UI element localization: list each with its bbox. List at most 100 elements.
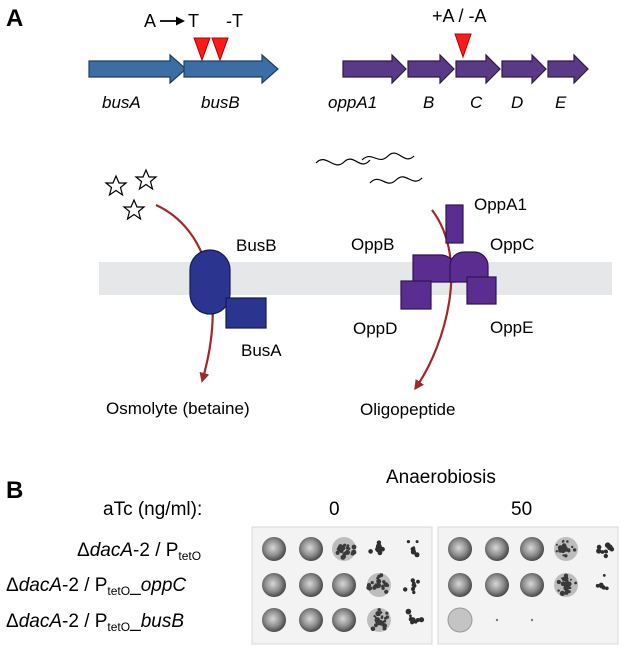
panel-b-label: B [6,477,23,504]
colony-spot [299,537,323,561]
colony-dot [368,549,373,554]
colony-dot [596,544,602,550]
colony-dot [380,616,384,619]
colony-dot [346,544,350,547]
colony-dot [412,590,416,595]
colony-dot [604,550,609,554]
colony-spot [520,573,544,597]
busA-gene-arrow [88,53,187,85]
product-label-oligopeptide: Oligopeptide [360,400,455,419]
colony-dot [564,554,568,558]
colony-dot [560,581,566,587]
colony-dot [415,540,419,544]
oligopeptide-squiggles [315,152,423,184]
opp-operon [342,53,589,85]
colony-spot [448,573,472,597]
colony-dot [495,618,499,622]
colony-dot [571,545,574,549]
colony-dot [375,546,381,552]
membrane [99,262,612,295]
colony-dot [605,586,609,591]
colony-spot [520,537,544,561]
strain-label-2: ΔdacA-2 / PtetO_oppC [6,575,186,598]
colony-dot [559,590,566,597]
protein-label-oppA1: OppA1 [474,195,527,214]
colony-spot [485,573,509,597]
star-icon [122,198,146,221]
colony-dot [600,550,605,554]
colony-dot [340,555,346,560]
colony-dot [409,614,412,618]
colony-dot [342,548,345,551]
protein-label-oppE: OppE [490,318,533,337]
gene-label-busA: busA [102,93,141,112]
colony-dot [564,581,568,585]
gene-label-oppB: B [423,93,434,112]
colony-dot [377,608,381,612]
oppE-gene-arrow [547,53,589,85]
atc-label: aTc (ng/ml): [103,499,202,520]
mutation-from: A [144,11,156,31]
oppB-gene-arrow [407,53,455,85]
bus-operon [88,53,279,85]
colony-dot [376,582,380,585]
star-icon [134,168,158,191]
colony-dot [602,574,606,577]
panel-a-label: A [6,5,23,32]
colony-dot [343,543,347,547]
colony-dot [374,623,378,628]
strain-label-3: ΔdacA-2 / PtetO_busB [6,611,184,634]
colony-dot [383,619,387,623]
peptide-squiggle [369,176,423,184]
oppA1-gene-arrow [342,53,407,85]
colony-dot [604,542,611,548]
oppC-gene-arrow [455,53,501,85]
opp-transport-arrow [414,209,453,391]
colony-dot [412,549,416,552]
colony-dot [384,616,387,620]
colony-dot [379,546,383,549]
peptide-squiggle [315,158,371,166]
colony-dot [405,608,412,615]
colony-dot [556,579,561,585]
colony-dot [414,552,420,558]
gene-label-busB: busB [201,93,240,112]
gene-label-oppC: C [470,93,483,112]
colony-dot [370,626,376,632]
colony-dot [566,581,572,587]
colony-dot [562,577,565,581]
colony-spot [448,537,472,561]
colony-dot [373,615,376,618]
colony-dot [382,626,387,631]
oppD-gene-arrow [501,53,547,85]
colony-dot [411,582,416,587]
colony-dot [416,579,420,584]
condition-label: Anaerobiosis [386,467,496,488]
busB-gene-arrow [183,53,279,85]
colony-dot [563,585,569,591]
oppA1-protein [445,204,464,244]
colony-dot [603,553,608,559]
mutation-deletion: -T [226,11,243,31]
colony-dot [335,550,340,555]
oppD-protein [400,280,432,310]
mutation-marker-2 [211,37,229,62]
colony-dot [559,547,563,551]
colony-dot [370,581,374,585]
colony-dot [567,550,570,553]
colony-dot [381,584,385,588]
colony-dot [410,586,416,592]
mutation-marker-3 [454,33,472,59]
colony-dot [385,583,388,586]
colony-dot [345,546,350,550]
colony-dot [530,618,534,622]
protein-label-oppD: OppD [353,319,397,338]
colony-dot [410,578,415,583]
colony-dot [596,548,602,554]
gene-label-oppE: E [555,93,567,112]
colony-spot [332,608,356,632]
colony-dot [564,547,568,551]
mutation-marker-1 [193,37,211,62]
colony-dot [351,552,355,556]
